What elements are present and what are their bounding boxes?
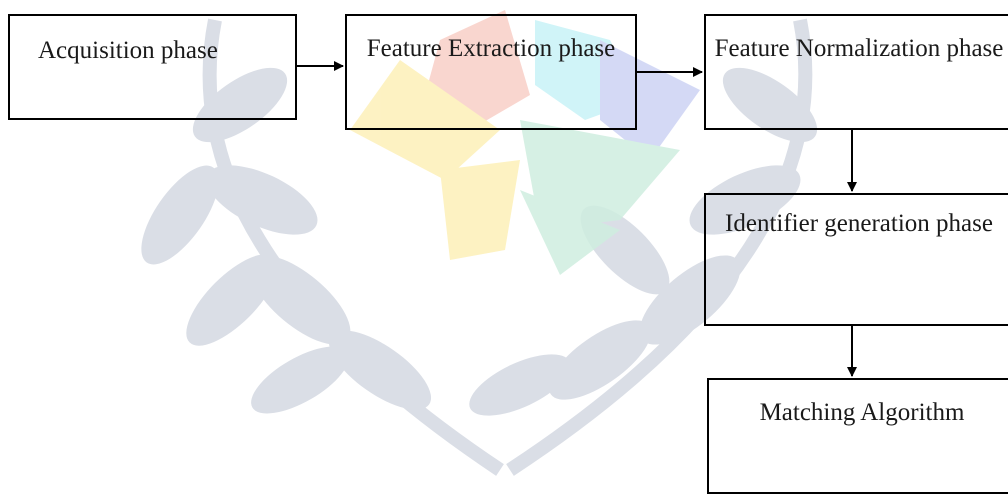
connector-layer	[297, 61, 857, 377]
node-label: Identifier generation phase	[725, 210, 993, 237]
node-label: Feature Extraction phase	[366, 35, 616, 62]
node-feature-extraction-phase: Feature Extraction phase	[345, 14, 637, 130]
node-label: Matching Algorithm	[759, 399, 965, 426]
watermark-stems	[202, 18, 813, 476]
node-feature-normalization-phase: Feature Normalization phase	[704, 14, 1008, 130]
node-acquisition-phase: Acquisition phase	[8, 14, 297, 120]
watermark-emblem	[141, 10, 818, 476]
node-label: Feature Normalization phase	[714, 35, 1004, 62]
watermark-flower	[350, 10, 700, 275]
node-identifier-generation-phase: Identifier generation phase	[704, 193, 1008, 326]
node-label: Acquisition phase	[38, 37, 218, 64]
node-matching-algorithm: Matching Algorithm	[707, 378, 1008, 494]
